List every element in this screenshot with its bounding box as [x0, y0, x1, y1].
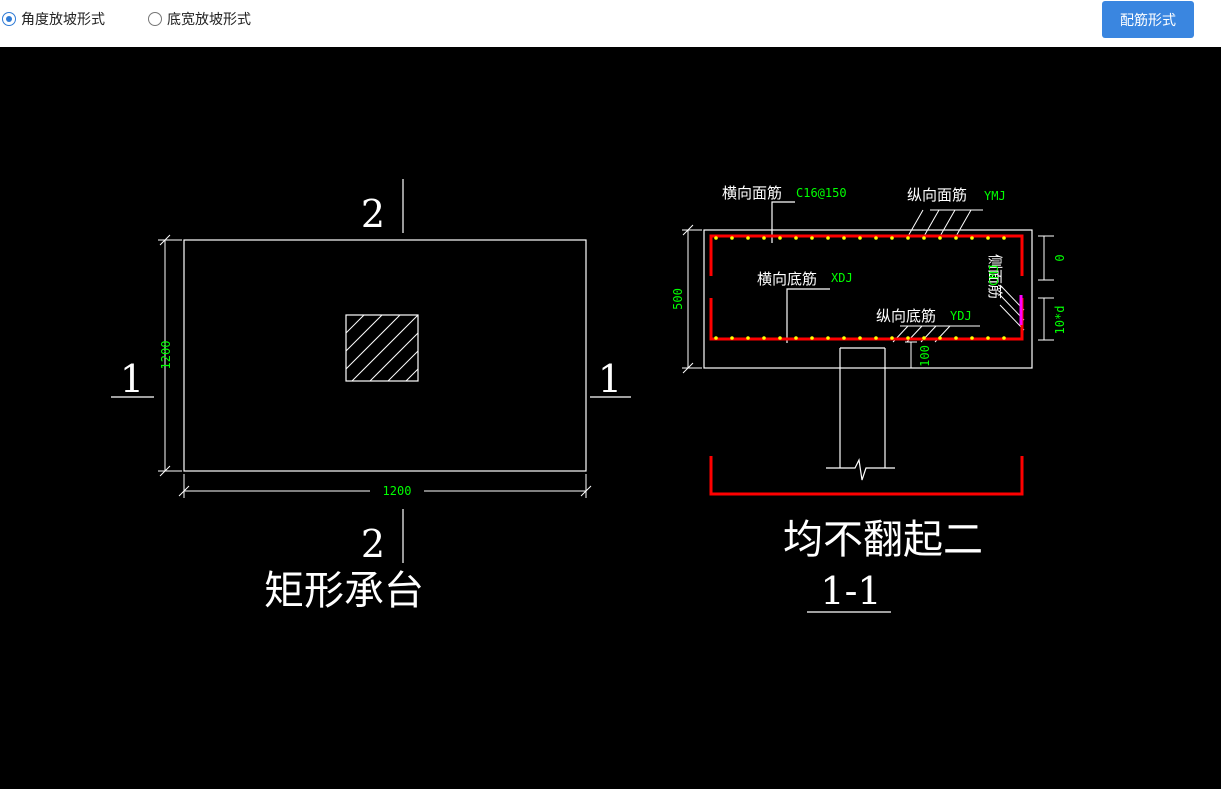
rebar-dot: [794, 336, 798, 340]
plan-section-label-1-left: 1: [120, 357, 144, 401]
bottom-rebar-dots: [714, 336, 1006, 340]
plan-dim-vertical: [158, 234, 182, 477]
bottom-rebar: [709, 298, 1024, 341]
rebar-dot: [746, 336, 750, 340]
rebar-dot: [970, 336, 974, 340]
label-top-longitudinal: 纵向面筋: [907, 186, 967, 204]
rebar-dot: [970, 236, 974, 240]
rebar-dot: [826, 236, 830, 240]
rebar-dot: [954, 236, 958, 240]
rebar-dot: [730, 236, 734, 240]
rebar-dot: [858, 236, 862, 240]
top-rebar-dots: [714, 236, 1006, 240]
section-dim-right: [1038, 235, 1054, 341]
value-bottom-longitudinal: YDJ: [950, 309, 972, 323]
rebar-dot: [746, 236, 750, 240]
rebar-dot: [1002, 336, 1006, 340]
rebar-dot: [714, 336, 718, 340]
radio-width-slope[interactable]: 底宽放坡形式: [148, 9, 251, 29]
rebar-dot: [778, 336, 782, 340]
radio-width-slope-label: 底宽放坡形式: [167, 12, 251, 28]
rebar-dot: [1002, 236, 1006, 240]
plan-section-label-1-right: 1: [598, 357, 622, 401]
rebar-dot: [826, 336, 830, 340]
rebar-dot: [810, 336, 814, 340]
rebar-dot: [794, 236, 798, 240]
rebar-dot: [986, 236, 990, 240]
plan-title: 矩形承台: [264, 568, 424, 614]
plan-section-label-2-bottom: 2: [361, 522, 385, 566]
rebar-dot: [762, 236, 766, 240]
plan-view: [111, 179, 631, 563]
label-bottom-longitudinal: 纵向底筋: [876, 307, 936, 325]
rebar-dot: [874, 336, 878, 340]
dim-height-text: 500: [671, 288, 685, 310]
rebar-dot: [954, 336, 958, 340]
label-bottom-transverse: 横向底筋: [757, 270, 817, 288]
column-hatch: [345, 314, 419, 382]
section-view: [682, 201, 1054, 613]
rebar-dot: [938, 236, 942, 240]
plan-dim-vertical-text: 1200: [159, 341, 173, 370]
rebar-form-button[interactable]: 配筋形式: [1102, 1, 1194, 38]
dim-zero-text: 0: [1053, 254, 1067, 261]
rebar-dot: [922, 236, 926, 240]
radio-unchecked-icon[interactable]: [148, 12, 162, 26]
pile-cap-outline: [183, 239, 587, 472]
cad-drawing: 2 2 1 1 矩形承台 1200 1200: [111, 179, 1067, 614]
pile-rebar: [709, 456, 1024, 496]
rebar-dot: [858, 336, 862, 340]
rebar-dot: [778, 236, 782, 240]
label-side-rebar: 侧面筋: [986, 254, 1004, 299]
rebar-dot: [810, 236, 814, 240]
section-outline: [703, 229, 1033, 369]
radio-angle-slope[interactable]: 角度放坡形式: [2, 9, 105, 29]
value-side-rebar: CMJ: [987, 264, 1001, 286]
value-top-transverse: C16@150: [796, 186, 847, 200]
dim-10d-text: 10*d: [1053, 306, 1067, 335]
rebar-dot: [842, 336, 846, 340]
value-bottom-transverse: XDJ: [831, 271, 853, 285]
radio-angle-slope-label: 角度放坡形式: [21, 12, 105, 28]
rebar-dot: [906, 336, 910, 340]
rebar-dot: [906, 236, 910, 240]
leader-top-longitudinal: [906, 209, 983, 239]
rebar-dot: [890, 236, 894, 240]
rebar-dot: [874, 236, 878, 240]
rebar-dot: [762, 336, 766, 340]
radio-checked-icon[interactable]: [2, 12, 16, 26]
section-subtitle: 均不翻起二: [783, 517, 983, 563]
rebar-dot: [986, 336, 990, 340]
column-break-line: [826, 458, 895, 481]
cad-canvas: 2 2 1 1 矩形承台 1200 1200: [0, 47, 1221, 789]
section-dim-height: [682, 224, 702, 374]
plan-dim-text-bg: [370, 484, 424, 498]
leader-bottom-transverse: [786, 288, 830, 343]
value-top-longitudinal: YMJ: [984, 189, 1006, 203]
column-section: [345, 314, 419, 382]
section-label: 1-1: [820, 569, 881, 613]
toolbar: 角度放坡形式 底宽放坡形式 配筋形式: [0, 0, 1221, 45]
plan-section-label-2-top: 2: [361, 192, 385, 236]
dim-100-text: 100: [918, 345, 932, 367]
rebar-dot: [842, 236, 846, 240]
rebar-dot: [730, 336, 734, 340]
plan-dim-horizontal-text: 1200: [383, 484, 412, 498]
rebar-dot: [890, 336, 894, 340]
rebar-dot: [922, 336, 926, 340]
rebar-group: [709, 234, 1024, 496]
top-rebar: [709, 234, 1024, 276]
rebar-dot: [714, 236, 718, 240]
leader-top-transverse: [771, 201, 795, 243]
rebar-dot: [938, 336, 942, 340]
label-top-transverse: 横向面筋: [722, 184, 782, 202]
section-dim-100: [905, 341, 917, 369]
